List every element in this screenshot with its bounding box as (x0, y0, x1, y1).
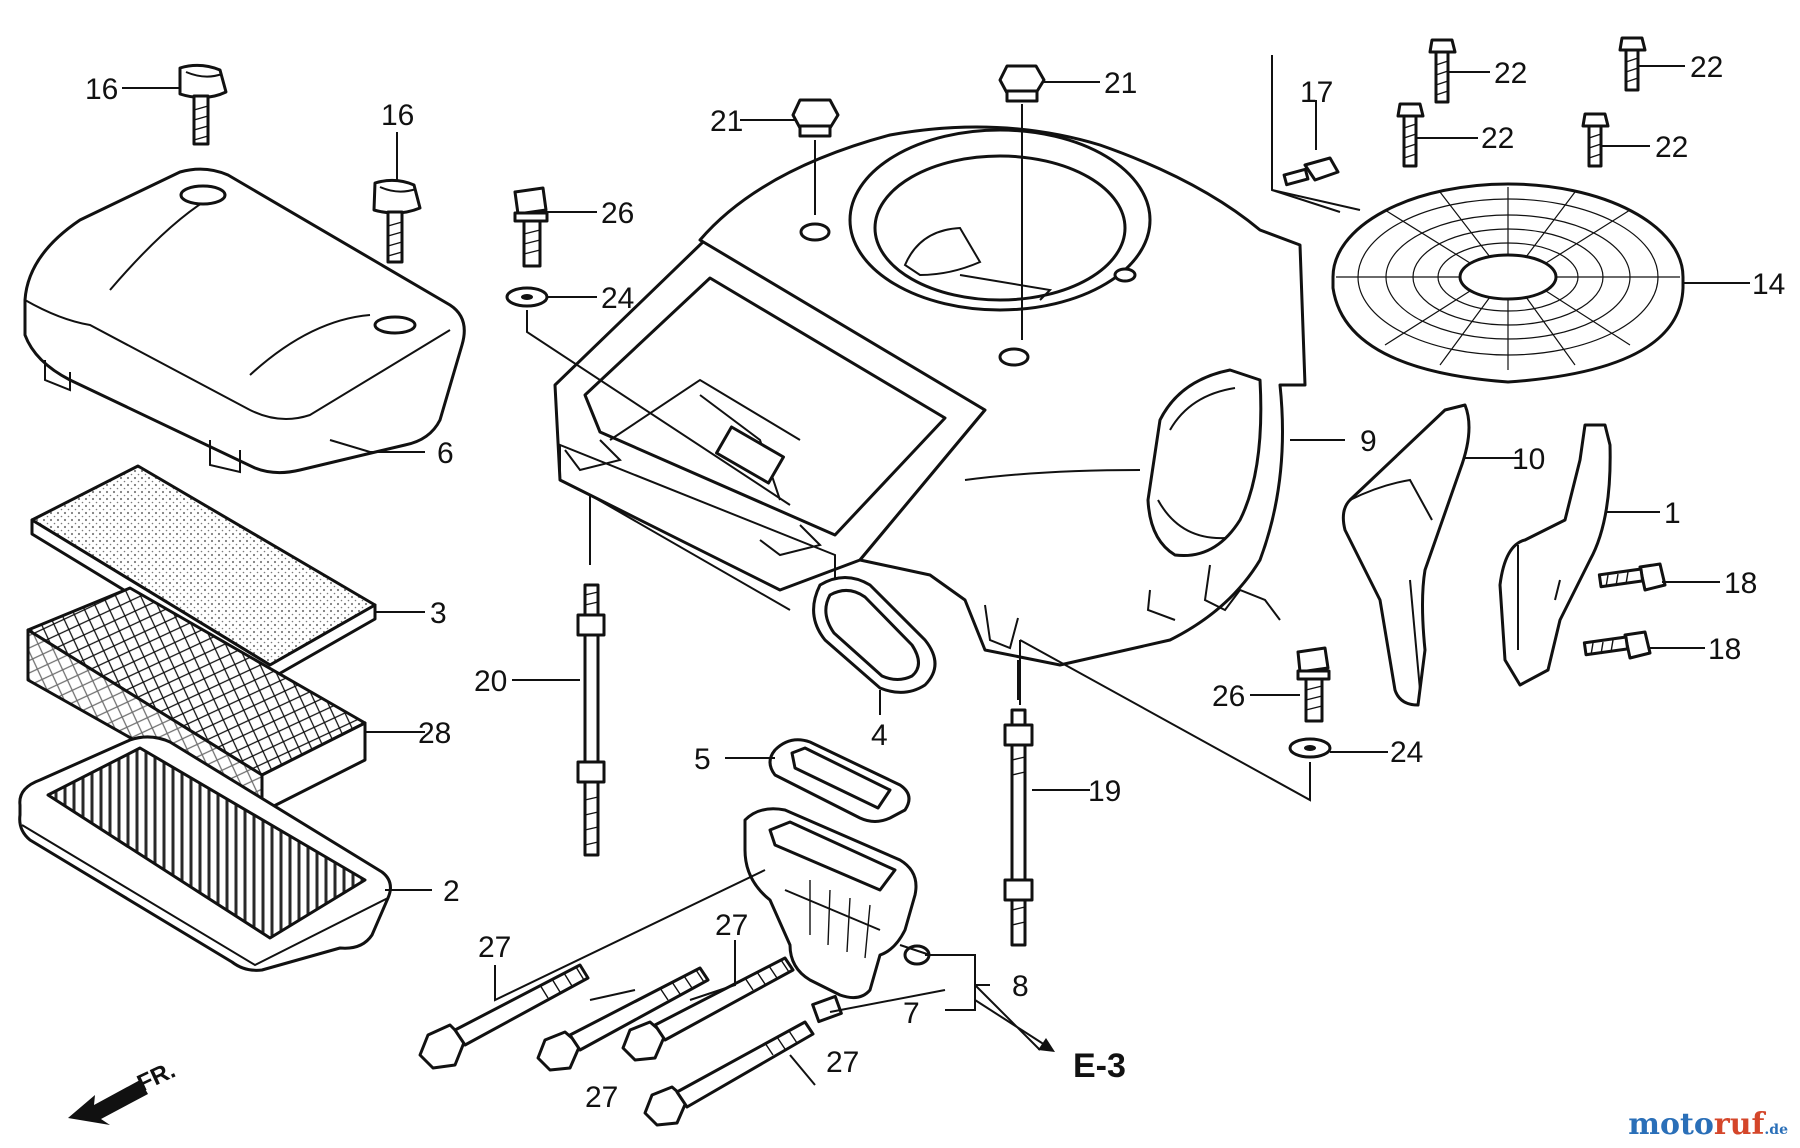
callout-1: 1 (1664, 497, 1681, 530)
callout-27b: 27 (715, 909, 748, 942)
callout-24a: 24 (601, 282, 634, 315)
watermark-part1: moto (1628, 1107, 1714, 1142)
reference-arrow (974, 999, 1055, 1052)
bolt-21-left (791, 98, 840, 215)
washer-24-bottom (1019, 639, 1332, 802)
callout-19: 19 (1088, 775, 1121, 808)
bracket-1 (1498, 423, 1612, 687)
callout-16b: 16 (381, 99, 414, 132)
callout-14: 14 (1752, 268, 1785, 301)
callout-18b: 18 (1708, 633, 1741, 666)
foam-prefilter (30, 464, 377, 681)
paper-element (18, 735, 392, 972)
callout-22c: 22 (1481, 122, 1514, 155)
reference-label: E-3 (1073, 1047, 1126, 1085)
watermark-part3: .de (1764, 1122, 1788, 1138)
screw-22-a (1428, 38, 1457, 104)
fan-shroud (698, 125, 1307, 667)
front-arrow-icon (68, 1080, 148, 1125)
callout-27c: 27 (585, 1081, 618, 1114)
callout-22d: 22 (1655, 131, 1688, 164)
air-guide-10 (1341, 403, 1471, 707)
callout-6: 6 (437, 437, 454, 470)
screw-22-c (1396, 102, 1425, 168)
screw-22-b (1618, 36, 1647, 92)
callout-21a: 21 (710, 105, 743, 138)
bolt-18-b (1582, 630, 1652, 660)
callout-18a: 18 (1724, 567, 1757, 600)
callout-26b: 26 (1212, 680, 1245, 713)
callout-27a: 27 (478, 931, 511, 964)
watermark-part2: ruf (1713, 1107, 1765, 1142)
callout-27d: 27 (826, 1046, 859, 1079)
leader-lines (122, 65, 1750, 1086)
callout-22b: 22 (1690, 51, 1723, 84)
callout-20: 20 (474, 665, 507, 698)
bolt-21-center (998, 64, 1046, 340)
callout-8: 8 (1012, 970, 1029, 1003)
air-cleaner-cover (23, 167, 466, 475)
bolt-18-a (1597, 562, 1667, 592)
callout-labels: 16 16 6 3 28 2 21 21 26 24 20 4 5 27 27 … (85, 51, 1785, 1114)
stud-19 (1003, 660, 1034, 947)
bolt-27-b (536, 966, 710, 1072)
bolt-26-bottom (1296, 646, 1331, 723)
callout-24b: 24 (1390, 736, 1423, 769)
gasket-5 (768, 738, 911, 823)
bolt-27-d (643, 1020, 815, 1127)
callout-5: 5 (694, 743, 711, 776)
callout-21b: 21 (1104, 67, 1137, 100)
screw-17 (1282, 156, 1340, 187)
callout-9: 9 (1360, 425, 1377, 458)
assembly-lines (589, 55, 1361, 705)
callout-22a: 22 (1494, 57, 1527, 90)
watermark: motoruf.de (1628, 1107, 1788, 1142)
callout-10: 10 (1512, 443, 1545, 476)
gasket-4 (812, 576, 937, 694)
bolt-27-a (418, 963, 590, 1070)
callout-28: 28 (418, 717, 451, 750)
nipple-7 (811, 994, 843, 1024)
callout-16a: 16 (85, 73, 118, 106)
intake-elbow (743, 807, 931, 1000)
callout-17: 17 (1300, 76, 1333, 109)
stud-20 (576, 495, 606, 857)
bolt-27-c (621, 956, 795, 1062)
fan-grill (1331, 182, 1685, 384)
knob-16-right (372, 178, 422, 264)
callout-26a: 26 (601, 197, 634, 230)
callout-7: 7 (903, 997, 920, 1030)
screw-22-d (1581, 112, 1610, 168)
callout-4: 4 (871, 719, 888, 752)
callout-2: 2 (443, 875, 460, 908)
knob-16-left (178, 63, 228, 146)
bolt-26-top (513, 186, 549, 268)
callout-3: 3 (430, 597, 447, 630)
